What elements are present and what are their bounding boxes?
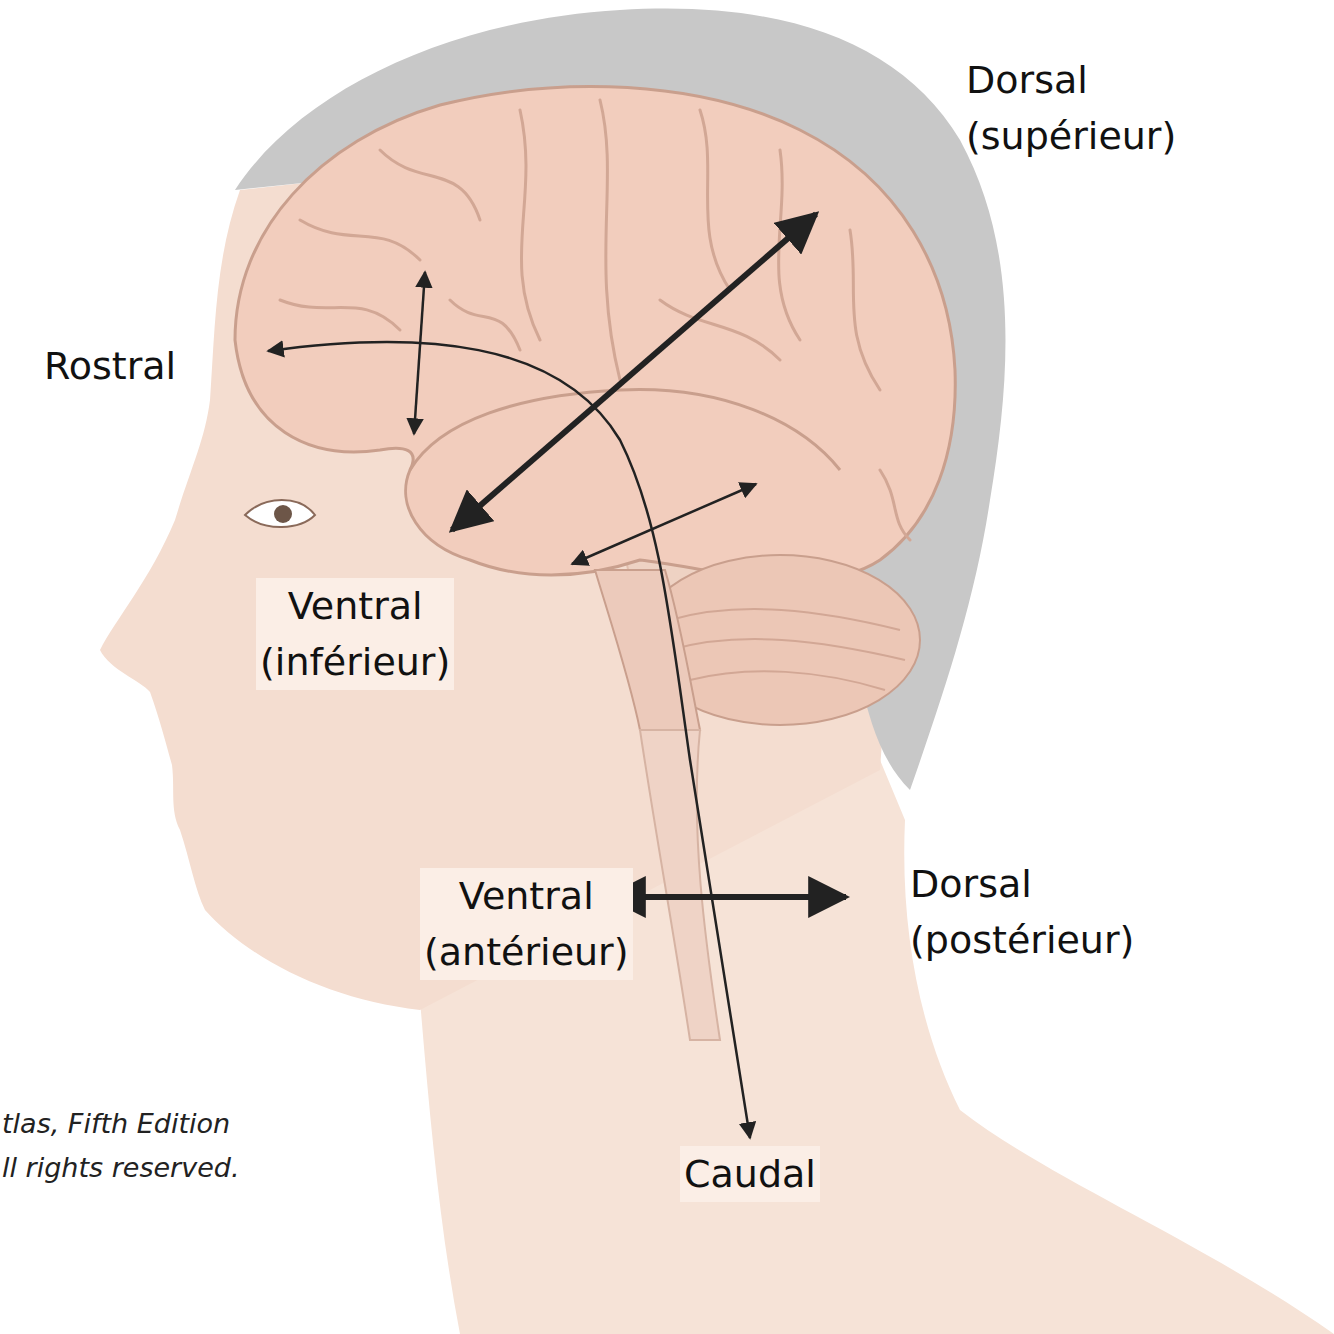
neck-arrow bbox=[608, 894, 846, 900]
neuraxis-arrow bbox=[268, 342, 750, 1138]
eye-iris bbox=[274, 505, 292, 523]
temporal-arrow bbox=[572, 484, 756, 564]
spinal-cord bbox=[640, 730, 720, 1040]
direction-label: Ventral (inférieur) bbox=[256, 578, 454, 690]
temporal-lobe bbox=[410, 390, 840, 470]
direction-label: Dorsal (postérieur) bbox=[910, 856, 1134, 968]
brainstem bbox=[595, 570, 700, 730]
vertical-arrow bbox=[414, 272, 425, 434]
copyright-note: ll rights reserved. bbox=[2, 1146, 239, 1190]
eye bbox=[245, 500, 315, 527]
copyright-note: tlas, Fifth Edition bbox=[2, 1102, 230, 1146]
oblique-arrow bbox=[452, 214, 816, 530]
hair bbox=[235, 9, 1005, 790]
brain-gyri bbox=[280, 100, 910, 540]
brain-cerebrum bbox=[235, 86, 955, 580]
cerebellum-folia bbox=[670, 609, 905, 690]
direction-label: Rostral bbox=[44, 338, 176, 394]
direction-label: Ventral (antérieur) bbox=[420, 868, 633, 980]
direction-label: Caudal bbox=[680, 1146, 820, 1202]
direction-label: Dorsal (supérieur) bbox=[966, 52, 1176, 164]
